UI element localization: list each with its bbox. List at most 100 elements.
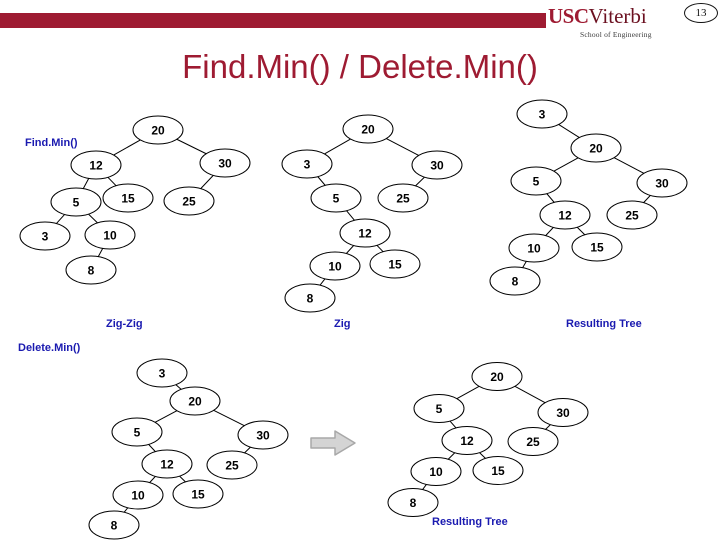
tree-node-circle <box>508 233 560 263</box>
tree-node-circle <box>88 510 140 540</box>
tree-edge <box>319 278 326 286</box>
tree-node-circle <box>310 183 362 213</box>
tree-edge <box>422 484 427 490</box>
tree-node-circle <box>172 479 224 509</box>
tree-node-circle <box>281 149 333 179</box>
tree-node: 8 <box>387 488 439 517</box>
tree-node-label: 3 <box>42 230 49 244</box>
tree-edge <box>56 214 65 224</box>
section-label-deletemin: Delete.Min() <box>18 342 81 354</box>
tree-edge <box>545 424 551 430</box>
tree-edge <box>200 175 214 189</box>
tree-node-label: 15 <box>590 241 604 255</box>
tree-edge <box>113 139 141 156</box>
tree-edge <box>376 244 384 253</box>
tree-node: 30 <box>237 420 289 450</box>
tree-node: 8 <box>489 266 541 296</box>
tree-node-circle <box>342 114 394 144</box>
tree-node-circle <box>141 449 193 479</box>
tree-node-circle <box>169 386 221 416</box>
tree-edge <box>643 195 651 203</box>
tree-edge <box>175 384 182 390</box>
tree-node-label: 3 <box>304 158 311 172</box>
tree-edge <box>522 261 527 268</box>
tree-edge <box>386 138 419 156</box>
tree-node-circle <box>339 218 391 248</box>
tree-node-circle <box>84 220 136 250</box>
tree-node: 12 <box>441 426 493 455</box>
tree-node: 5 <box>310 183 362 213</box>
tree-node: 5 <box>111 417 163 447</box>
tree-edge <box>479 452 486 459</box>
tree-node-circle <box>237 420 289 450</box>
tree-edge <box>558 124 580 138</box>
tree-node-circle <box>507 427 559 456</box>
tree-edge <box>553 157 579 172</box>
tree-edge <box>149 476 156 483</box>
tree-node-label: 12 <box>160 458 174 472</box>
tree-node-label: 20 <box>589 142 603 156</box>
tree-node: 20 <box>169 386 221 416</box>
tree-edge <box>317 176 326 186</box>
tree-node-label: 12 <box>358 227 372 241</box>
tree-node: 15 <box>571 232 623 262</box>
tree-node-label: 10 <box>429 465 443 479</box>
tree-node-circle <box>510 166 562 196</box>
tree-node: 10 <box>112 480 164 510</box>
tree-node: 10 <box>309 251 361 281</box>
tree-edge <box>613 157 645 174</box>
tree-node: 8 <box>65 255 117 285</box>
tree-node-label: 30 <box>256 429 270 443</box>
tree-node-label: 20 <box>188 395 202 409</box>
page-number-badge: 13 <box>684 3 718 23</box>
tree-node-circle <box>369 249 421 279</box>
tree-edge <box>447 452 456 460</box>
tree-node: 10 <box>508 233 560 263</box>
tree-node-circle <box>516 99 568 129</box>
tree-node-label: 15 <box>191 488 205 502</box>
tree-node: 30 <box>537 398 589 427</box>
tree-edge <box>546 193 555 203</box>
tree-node-circle <box>309 251 361 281</box>
tree-node-circle <box>206 450 258 480</box>
tree-node-label: 12 <box>89 159 103 173</box>
tree-node-label: 8 <box>512 275 519 289</box>
tree-edge <box>154 410 178 423</box>
tree-node-circle <box>112 480 164 510</box>
tree-node-label: 10 <box>103 229 117 243</box>
tree-node-label: 25 <box>225 459 239 473</box>
tree-node-circle <box>70 150 122 180</box>
tree-node: 30 <box>199 148 251 178</box>
tree-edge <box>123 507 129 513</box>
tree-node: 25 <box>163 186 215 216</box>
tree-node-label: 8 <box>410 496 417 510</box>
tree-node-label: 30 <box>430 159 444 173</box>
tree-edge <box>107 176 117 187</box>
tree-node-label: 10 <box>328 260 342 274</box>
caption-zig-zig: Zig-Zig <box>106 318 143 330</box>
tree-node: 8 <box>88 510 140 540</box>
tree-node-circle <box>570 133 622 163</box>
tree-node-circle <box>606 200 658 230</box>
logo-subtitle: School of Engineering <box>580 30 652 39</box>
tree-node-circle <box>411 150 463 180</box>
tree-node-label: 30 <box>556 406 570 420</box>
tree-node-circle <box>387 488 439 517</box>
tree-node: 15 <box>472 456 524 485</box>
tree-node: 3 <box>19 221 71 251</box>
tree-node: 25 <box>377 183 429 213</box>
tree-node-circle <box>50 187 102 217</box>
tree-node: 30 <box>411 150 463 180</box>
tree-node-label: 15 <box>388 258 402 272</box>
tree-edge <box>82 178 90 189</box>
tree-node-label: 25 <box>526 435 540 449</box>
tree-node-label: 8 <box>307 292 314 306</box>
tree-node-circle <box>111 417 163 447</box>
tree-node-circle <box>441 426 493 455</box>
tree-edges <box>123 384 251 513</box>
tree-node: 20 <box>342 114 394 144</box>
tree-node: 3 <box>516 99 568 129</box>
tree-node: 3 <box>281 149 333 179</box>
tree-node: 10 <box>84 220 136 250</box>
